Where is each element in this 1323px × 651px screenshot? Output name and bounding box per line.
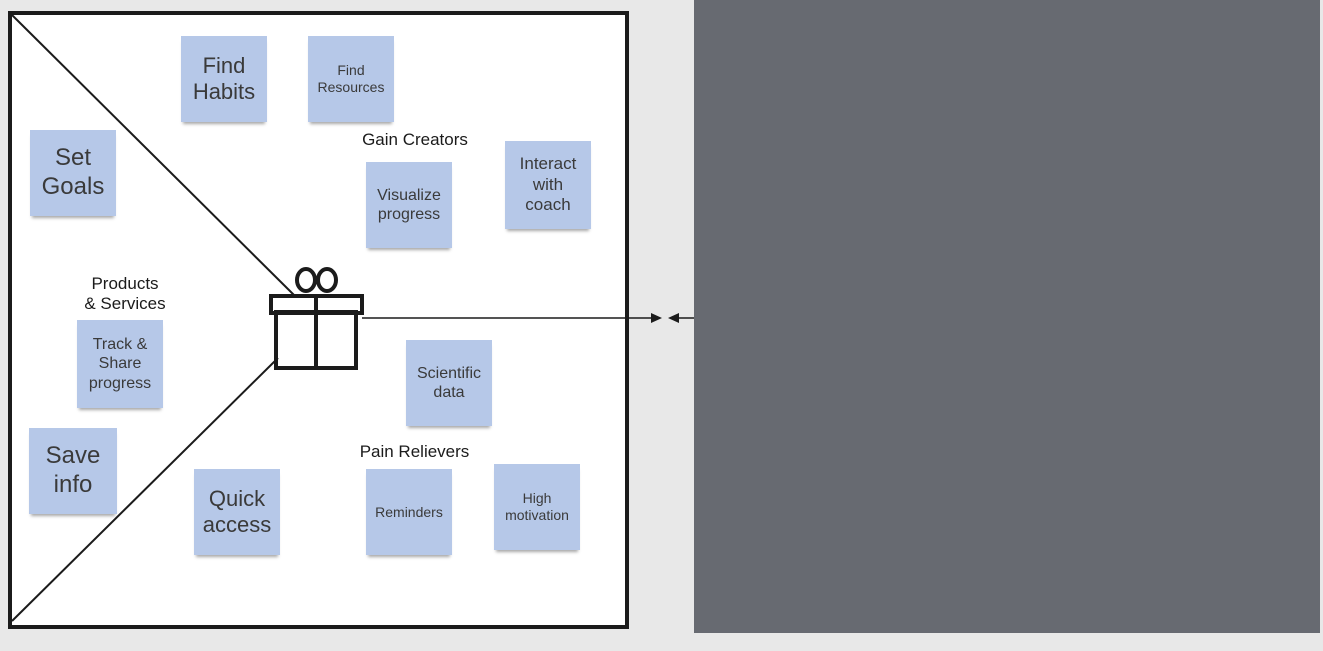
gift-icon: [269, 267, 364, 370]
gain-creators-label: Gain Creators: [362, 130, 468, 149]
sticky-note-save-info[interactable]: Save info: [29, 428, 117, 514]
products-services-label: Products & Services: [84, 274, 166, 314]
sticky-note-set-goals[interactable]: Set Goals: [30, 130, 116, 216]
customer-profile-panel: [694, 0, 1320, 633]
sticky-note-quick-access[interactable]: Quick access: [194, 469, 280, 555]
sticky-note-track-share[interactable]: Track & Share progress: [77, 320, 163, 408]
arrow-left-icon: [668, 313, 679, 323]
sticky-note-reminders[interactable]: Reminders: [366, 469, 452, 555]
upper-diagonal-line: [11, 14, 297, 298]
lower-diagonal-line: [11, 357, 279, 622]
sticky-note-find-habits[interactable]: Find Habits: [181, 36, 267, 122]
sticky-note-find-resources[interactable]: Find Resources: [308, 36, 394, 122]
sticky-note-interact-coach[interactable]: Interact with coach: [505, 141, 591, 229]
arrow-right-icon: [651, 313, 662, 323]
sticky-note-visualize-progress[interactable]: Visualize progress: [366, 162, 452, 248]
sticky-note-scientific-data[interactable]: Scientific data: [406, 340, 492, 426]
sticky-note-high-motivation[interactable]: High motivation: [494, 464, 580, 550]
pain-relievers-label: Pain Relievers: [359, 442, 470, 461]
